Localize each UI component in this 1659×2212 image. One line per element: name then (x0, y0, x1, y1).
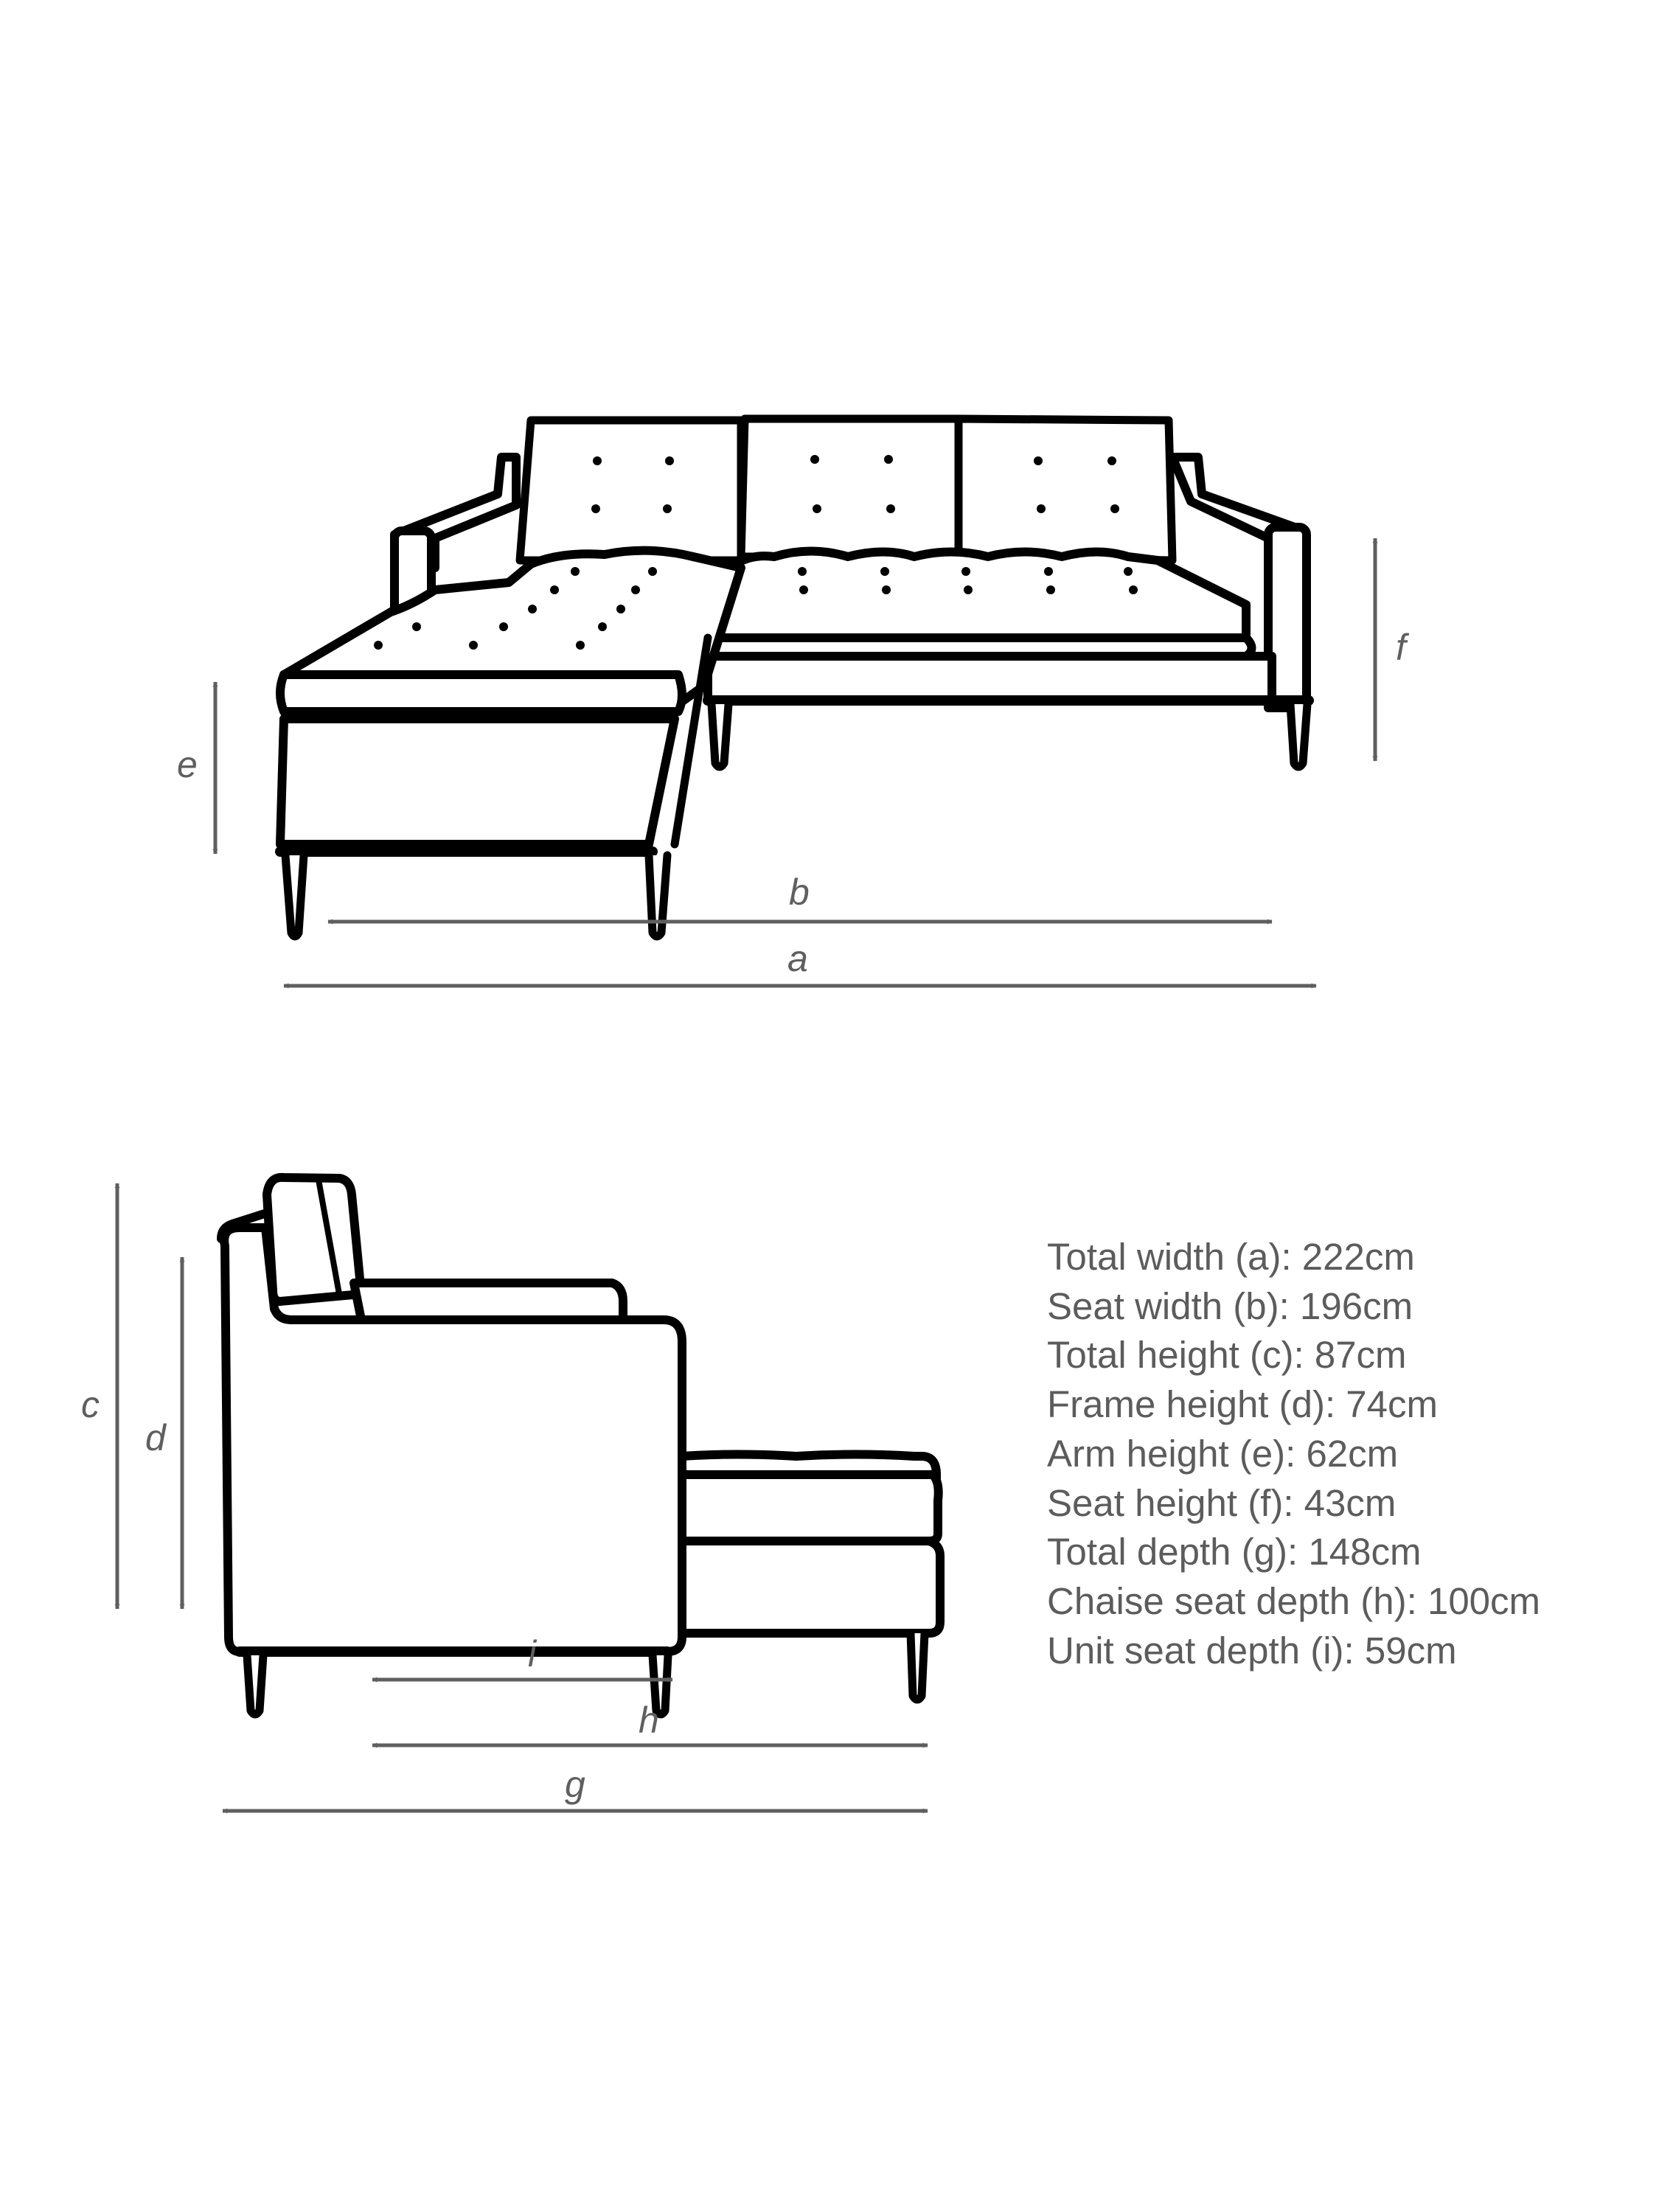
spec-total-height: Total height (c): 87cm (1047, 1334, 1407, 1377)
label-b: b (789, 872, 810, 913)
spec-seat-height: Seat height (f): 43cm (1047, 1481, 1397, 1524)
front-view-legs (281, 700, 1312, 941)
spec-chaise-seat-depth: Chaise seat depth (h): 100cm (1047, 1579, 1541, 1622)
spec-total-depth: Total depth (g): 148cm (1047, 1531, 1422, 1573)
front-view-sofa (275, 414, 1314, 857)
dimension-specs-list: Total width (a): 222cm Seat width (b): 1… (1047, 1233, 1540, 1675)
tufting-buttons (374, 455, 1138, 650)
side-view-sofa (217, 1172, 945, 1657)
label-c: c (81, 1384, 100, 1425)
side-view-dimensions (114, 1183, 928, 1814)
label-f: f (1396, 627, 1406, 668)
label-a: a (787, 938, 808, 979)
front-view-dimensions (212, 538, 1378, 989)
label-d: d (145, 1417, 166, 1458)
label-g: g (565, 1764, 585, 1805)
spec-seat-width: Seat width (b): 196cm (1047, 1284, 1413, 1327)
spec-total-width: Total width (a): 222cm (1047, 1236, 1415, 1278)
label-i: i (528, 1633, 537, 1674)
spec-frame-height: Frame height (d): 74cm (1047, 1383, 1439, 1426)
side-view-legs (243, 1629, 929, 1719)
label-e: e (177, 744, 198, 785)
spec-arm-height: Arm height (e): 62cm (1047, 1432, 1399, 1475)
label-h: h (639, 1700, 659, 1741)
spec-unit-seat-depth: Unit seat depth (i): 59cm (1047, 1629, 1457, 1672)
